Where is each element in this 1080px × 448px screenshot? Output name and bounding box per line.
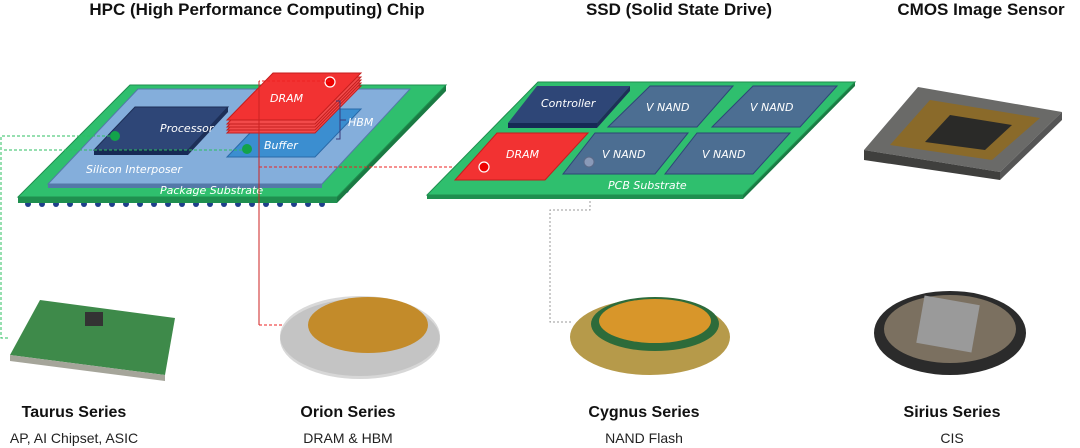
pcb-substrate-label: PCB Substrate	[608, 179, 687, 192]
hbm-label: HBM	[348, 116, 374, 129]
vnand-label-1: V NAND	[646, 101, 689, 114]
vnand-chip	[663, 132, 792, 175]
vnand-label-3: V NAND	[602, 148, 645, 161]
package-substrate	[18, 197, 337, 203]
package-substrate-label: Package Substrate	[160, 184, 263, 197]
taurus-photo	[10, 300, 175, 381]
vnand-chip	[606, 85, 735, 128]
cygnus-photo	[570, 297, 730, 375]
sirius-photo	[874, 291, 1026, 375]
ssd-dram-label: DRAM	[506, 148, 540, 161]
product-name-sirius: Sirius Series	[904, 404, 1001, 421]
ssd-title: SSD (Solid State Drive)	[586, 0, 772, 19]
interposer-label: Silicon Interposer	[86, 163, 183, 176]
product-name-taurus: Taurus Series	[22, 404, 127, 421]
product-desc-taurus: AP, AI Chipset, ASIC	[10, 430, 138, 446]
cmos-title: CMOS Image Sensor	[897, 0, 1065, 19]
product-name-orion: Orion Series	[300, 404, 395, 421]
processor-label: Processor	[160, 122, 215, 135]
vnand-label-4: V NAND	[702, 148, 745, 161]
product-desc-orion: DRAM & HBM	[303, 430, 392, 446]
vnand-marker	[583, 156, 595, 168]
controller-chip	[508, 86, 630, 123]
processor-marker	[110, 131, 120, 141]
vnand-chip	[561, 132, 690, 175]
dram-label: DRAM	[270, 92, 304, 105]
vnand-label-2: V NAND	[750, 101, 793, 114]
ssd-dram-marker	[478, 161, 490, 173]
product-name-cygnus: Cygnus Series	[588, 404, 699, 421]
orion-photo	[280, 296, 440, 379]
buffer-label: Buffer	[264, 139, 299, 152]
cmos-sensor-image	[864, 87, 1062, 180]
hpc-chip-diagram: Processor DRAM Buffer HBM Silicon Interp…	[16, 72, 448, 207]
product-desc-sirius: CIS	[940, 430, 963, 446]
dram-marker	[324, 76, 336, 88]
vnand-chip	[710, 85, 839, 128]
hpc-title: HPC (High Performance Computing) Chip	[89, 0, 424, 19]
buffer-marker	[242, 144, 252, 154]
ssd-diagram: Controller V NAND V NAND DRAM V NAND V N…	[425, 81, 857, 199]
product-desc-cygnus: NAND Flash	[605, 430, 683, 446]
controller-label: Controller	[541, 97, 597, 110]
